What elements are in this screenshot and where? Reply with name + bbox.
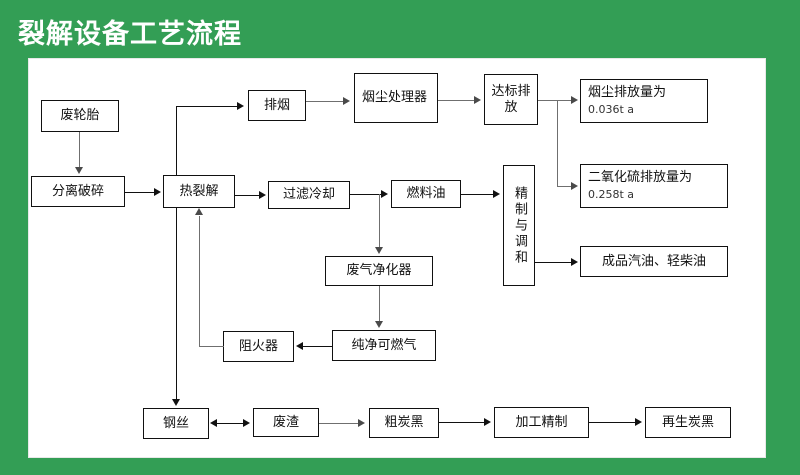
- node-fuel-oil[interactable]: 燃料油: [391, 180, 461, 208]
- node-dust-amount-value: 0.036t a: [588, 103, 635, 117]
- node-waste-tire[interactable]: 废轮胎: [41, 100, 119, 132]
- edge-refine-blend-to-finished-oil: [535, 262, 572, 263]
- edge-standard-emission-to-so2-arrow: [571, 182, 578, 190]
- flowchart-canvas: 废轮胎 分离破碎 热裂解 排烟 烟尘处理器 达标排放 烟尘排放量为 0.036t…: [28, 58, 766, 458]
- edge-clean-gas-to-flame-arrester-arrow: [296, 342, 303, 350]
- node-refine-blend-label: 精制与调和: [511, 185, 527, 266]
- edge-fuel-oil-to-refine-blend: [461, 194, 494, 195]
- node-steel-wire-label: 钢丝: [162, 415, 189, 431]
- node-so2-amount-value: 0.258t a: [588, 188, 635, 202]
- node-recycled-carbon[interactable]: 再生炭黑: [645, 407, 731, 438]
- node-flame-arrester[interactable]: 阻火器: [223, 331, 294, 362]
- edge-waste-tire-to-separate-crush: [79, 132, 80, 168]
- edge-standard-emission-to-dust-amount-arrow: [571, 96, 578, 104]
- edge-process-refine-to-recycled-carbon-arrow: [635, 418, 642, 426]
- edge-exhaust-smoke-to-dust-treatment: [306, 101, 344, 102]
- edge-thermal-cracking-to-filter-cool: [235, 195, 260, 196]
- node-finished-oil-label: 成品汽油、轻柴油: [601, 253, 706, 269]
- node-dust-amount-label: 烟尘排放量为: [588, 85, 667, 101]
- edge-thermal-cracking-to-steel-wire-arrow: [172, 399, 180, 406]
- edge-refine-blend-to-finished-oil-arrow: [571, 258, 578, 266]
- node-separate-crush-label: 分离破碎: [51, 183, 104, 199]
- title-bar: 裂解设备工艺流程: [0, 0, 800, 58]
- node-standard-emission-label: 达标排放: [491, 83, 531, 115]
- node-filter-cool-label: 过滤冷却: [282, 187, 335, 203]
- edge-clean-gas-to-flame-arrester: [303, 346, 332, 347]
- node-gas-purifier[interactable]: 废气净化器: [325, 256, 433, 286]
- edge-waste-tire-to-separate-crush-arrow: [75, 167, 83, 174]
- edge-process-refine-to-recycled-carbon: [589, 422, 636, 423]
- node-dust-treatment[interactable]: 烟尘处理器: [354, 73, 438, 123]
- node-crude-carbon-label: 粗炭黑: [384, 415, 424, 431]
- edge-filter-cool-to-gas-purifier: [379, 194, 380, 248]
- edge-standard-emission-to-dust-amount: [538, 100, 572, 101]
- node-so2-amount-label: 二氧化硫排放量为: [588, 170, 693, 186]
- page-title: 裂解设备工艺流程: [18, 19, 242, 50]
- node-refine-blend[interactable]: 精制与调和: [503, 165, 535, 286]
- edge-exhaust-smoke-to-dust-treatment-arrow: [343, 97, 350, 105]
- edge-thermal-cracking-to-filter-cool-arrow: [259, 191, 266, 199]
- edge-thermal-cracking-to-steel-wire: [176, 208, 177, 400]
- node-waste-tire-label: 废轮胎: [60, 108, 100, 124]
- node-flame-arrester-label: 阻火器: [238, 338, 278, 354]
- edge-gas-purifier-to-clean-gas: [379, 286, 380, 322]
- node-recycled-carbon-label: 再生炭黑: [661, 414, 714, 430]
- edge-flame-arrester-to-thermal-cracking-horz: [199, 346, 224, 347]
- node-clean-gas-label: 纯净可燃气: [351, 337, 417, 353]
- node-process-refine-label: 加工精制: [515, 414, 568, 430]
- edge-filter-cool-to-fuel-oil: [350, 194, 382, 195]
- edge-thermal-cracking-to-exhaust-smoke-arrow: [237, 102, 244, 110]
- edge-separate-crush-to-thermal-cracking-arrow: [154, 188, 161, 196]
- edge-standard-emission-to-so2-vert: [557, 100, 558, 186]
- edge-thermal-cracking-to-exhaust-smoke-horz: [176, 106, 238, 107]
- node-process-refine[interactable]: 加工精制: [494, 407, 589, 438]
- node-dust-treatment-label: 烟尘处理器: [362, 90, 428, 106]
- node-thermal-cracking-label: 热裂解: [179, 183, 219, 199]
- node-steel-wire[interactable]: 钢丝: [143, 408, 209, 439]
- edge-gas-purifier-to-clean-gas-arrow: [375, 321, 383, 328]
- node-clean-gas[interactable]: 纯净可燃气: [332, 330, 436, 361]
- edge-dust-treatment-to-standard-emission-arrow: [474, 96, 481, 104]
- node-waste-residue-label: 废渣: [272, 414, 299, 430]
- edge-steel-wire-to-waste-residue-arrow-left: [210, 419, 217, 427]
- edge-fuel-oil-to-refine-blend-arrow: [493, 190, 500, 198]
- edge-steel-wire-to-waste-residue-arrow-right: [243, 419, 250, 427]
- node-fuel-oil-label: 燃料油: [406, 186, 446, 202]
- node-waste-residue[interactable]: 废渣: [253, 408, 319, 437]
- node-so2-amount[interactable]: 二氧化硫排放量为 0.258t a: [580, 164, 728, 208]
- node-gas-purifier-label: 废气净化器: [346, 263, 412, 279]
- node-separate-crush[interactable]: 分离破碎: [31, 176, 125, 207]
- edge-steel-wire-to-waste-residue: [215, 423, 244, 424]
- node-exhaust-smoke-label: 排烟: [263, 97, 290, 113]
- edge-standard-emission-to-so2-horz: [557, 186, 572, 187]
- node-filter-cool[interactable]: 过滤冷却: [268, 181, 350, 209]
- node-standard-emission[interactable]: 达标排放: [484, 74, 538, 125]
- node-exhaust-smoke[interactable]: 排烟: [248, 90, 306, 121]
- edge-crude-carbon-to-process-refine-arrow: [484, 418, 491, 426]
- edge-filter-cool-to-gas-purifier-arrow: [375, 247, 383, 254]
- edge-separate-crush-to-thermal-cracking: [125, 192, 155, 193]
- edge-dust-treatment-to-standard-emission: [438, 100, 475, 101]
- node-crude-carbon[interactable]: 粗炭黑: [369, 408, 439, 438]
- edge-flame-arrester-to-thermal-cracking-vert: [199, 216, 200, 346]
- edge-thermal-cracking-to-exhaust-smoke-vert: [176, 106, 177, 176]
- edge-waste-residue-to-crude-carbon-arrow: [358, 419, 365, 427]
- node-thermal-cracking[interactable]: 热裂解: [163, 175, 235, 208]
- edge-waste-residue-to-crude-carbon: [319, 423, 359, 424]
- edge-flame-arrester-to-thermal-cracking-arrow: [195, 208, 203, 215]
- node-finished-oil[interactable]: 成品汽油、轻柴油: [580, 246, 728, 277]
- edge-crude-carbon-to-process-refine: [439, 422, 485, 423]
- node-dust-amount[interactable]: 烟尘排放量为 0.036t a: [580, 79, 708, 123]
- edge-filter-cool-to-fuel-oil-arrow: [381, 190, 388, 198]
